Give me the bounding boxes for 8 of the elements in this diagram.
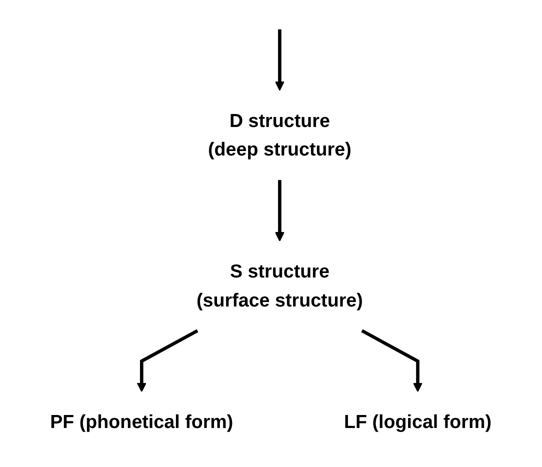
node-text: D structure (deep structure) (208, 110, 352, 160)
node-text: S structure (surface structure) (196, 260, 364, 310)
arrow (275, 29, 285, 91)
arrow (361, 329, 423, 392)
arrow (275, 180, 285, 242)
node-text: PF (phonetical form) (50, 412, 234, 433)
arrow (136, 329, 198, 392)
node-text: LF (logical form) (344, 412, 492, 433)
